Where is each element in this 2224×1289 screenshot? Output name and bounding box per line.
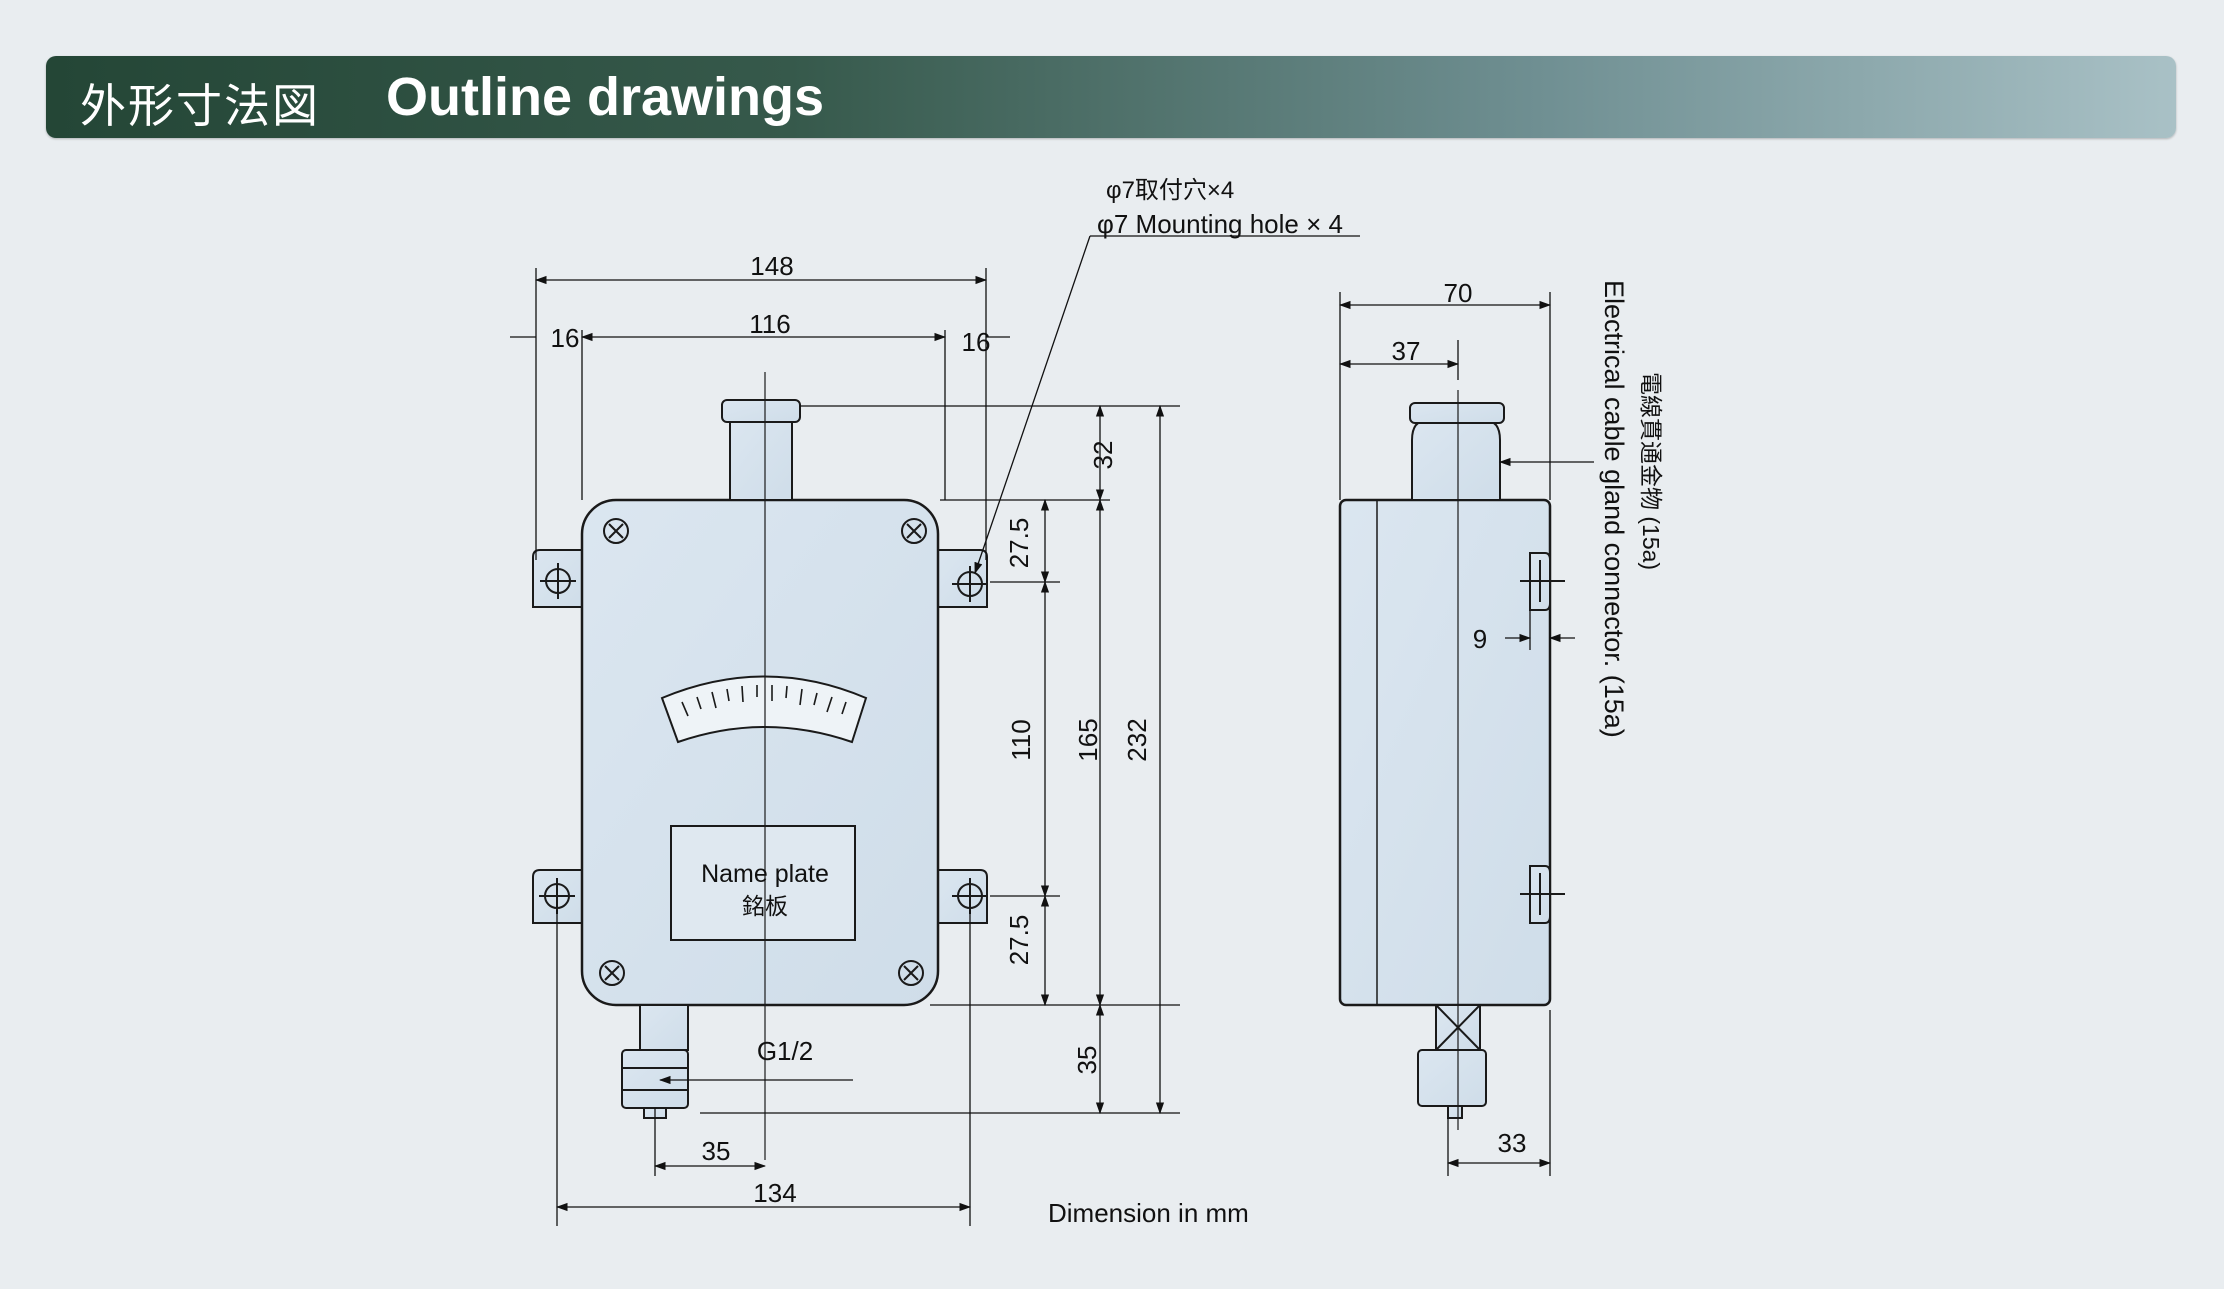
mounting-hole-callout-en: φ7 Mounting hole × 4 xyxy=(1097,209,1343,239)
nameplate xyxy=(670,825,856,941)
bottom-port xyxy=(621,1004,689,1119)
dim-134: 134 xyxy=(753,1178,796,1208)
cable-gland-callout-jp: 電線貫通金物 (15a) xyxy=(1638,372,1664,570)
top-cable-fitting xyxy=(721,399,801,501)
side-body xyxy=(1338,498,1552,1007)
cable-gland-callout-en: Electrical cable gland connector. (15a) xyxy=(1599,280,1629,738)
dim-37: 37 xyxy=(1392,336,1421,366)
cover-screws xyxy=(599,518,927,986)
section-title-jp: 外形寸法図 xyxy=(80,79,320,133)
dim-232: 232 xyxy=(1122,718,1152,761)
side-bottom-fitting xyxy=(1417,1004,1487,1119)
nameplate-label-jp: 銘板 xyxy=(742,893,788,919)
dim-70: 70 xyxy=(1444,278,1473,308)
dim-16-left: 16 xyxy=(551,323,580,353)
section-header: 外形寸法図 Outline drawings xyxy=(46,56,2176,138)
dim-148: 148 xyxy=(750,251,793,281)
front-view xyxy=(532,372,988,1160)
dim-35-horizontal: 35 xyxy=(702,1136,731,1166)
mounting-hole-callout-jp: φ7取付穴×4 xyxy=(1106,177,1234,204)
gauge-scale xyxy=(660,675,868,744)
dim-116: 116 xyxy=(749,309,790,339)
dim-16-right: 16 xyxy=(962,327,991,357)
port-label-g1-2: G1/2 xyxy=(757,1036,813,1066)
mounting-holes xyxy=(539,563,988,914)
nameplate-label-en: Name plate xyxy=(701,860,829,888)
dim-35-vertical: 35 xyxy=(1072,1046,1102,1075)
units-note: Dimension in mm xyxy=(1048,1198,1249,1228)
dim-165: 165 xyxy=(1073,718,1103,761)
side-tabs xyxy=(1520,552,1565,924)
dim-27-5-top: 27.5 xyxy=(1004,518,1034,569)
front-dimensions xyxy=(510,235,1360,1226)
side-view xyxy=(1338,390,1565,1130)
dim-9: 9 xyxy=(1473,624,1487,654)
side-top-fitting xyxy=(1409,402,1505,501)
dim-32: 32 xyxy=(1088,441,1118,470)
dim-27-5-bottom: 27.5 xyxy=(1004,915,1034,966)
section-title-en: Outline drawings xyxy=(386,67,825,127)
dim-33: 33 xyxy=(1498,1128,1527,1158)
dim-110: 110 xyxy=(1006,719,1036,760)
side-dimensions xyxy=(1338,292,1594,1176)
